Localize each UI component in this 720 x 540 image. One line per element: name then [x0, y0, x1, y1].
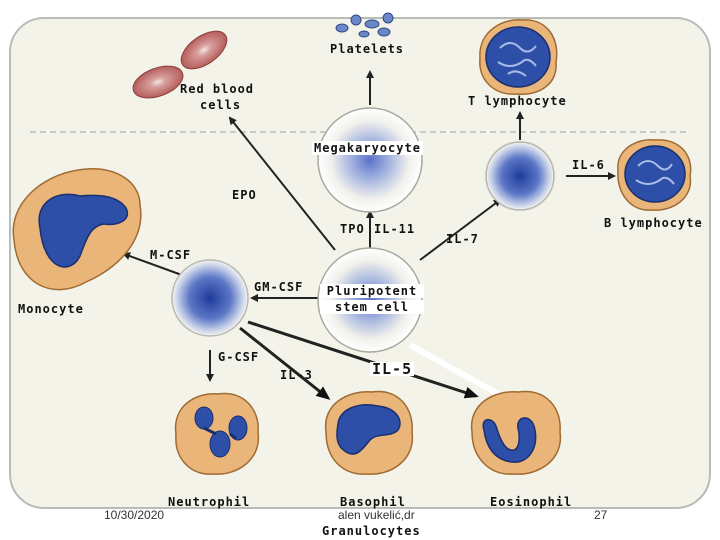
- footer-page-number: 27: [594, 508, 608, 522]
- monocyte-cell: [12, 168, 142, 291]
- basophil-cell: [324, 390, 414, 475]
- label-il7: IL-7: [446, 232, 479, 246]
- t-lymphocyte-cell: [479, 19, 558, 95]
- arrow-to-red-blood-cells: [228, 116, 336, 251]
- platelets-cluster: [335, 12, 394, 38]
- label-granulocytes: Granulocytes: [322, 524, 421, 538]
- megakaryocyte-cell: [317, 107, 423, 213]
- red-blood-cells: [132, 30, 228, 99]
- label-pluripotent-line2: stem cell: [320, 300, 424, 314]
- arrows: [122, 70, 616, 400]
- label-il11: IL-11: [374, 222, 416, 236]
- label-platelets: Platelets: [330, 42, 405, 56]
- arrow-to-monocyte: [122, 252, 191, 279]
- footer-date: 10/30/2020: [104, 508, 165, 522]
- label-il6: IL-6: [572, 158, 605, 172]
- label-megakaryocyte: Megakaryocyte: [312, 141, 423, 155]
- arrow-to-basophil: [239, 326, 331, 400]
- b-lymphocyte-cell: [617, 139, 692, 211]
- arrow-to-lymphoid-progenitor: [419, 198, 502, 261]
- connector-line: [408, 342, 502, 398]
- lymphoid-progenitor-cell: [485, 141, 555, 211]
- label-monocyte: Monocyte: [18, 302, 84, 316]
- label-epo: EPO: [232, 188, 257, 202]
- label-gmcsf: GM-CSF: [254, 280, 304, 294]
- myeloid-progenitor-cell: [171, 259, 249, 337]
- label-red-blood-cells-line1: Red blood: [180, 82, 255, 96]
- neutrophil-cell: [174, 392, 260, 475]
- label-pluripotent-line1: Pluripotent: [320, 284, 424, 298]
- eosinophil-cell: [470, 390, 562, 475]
- label-neutrophil: Neutrophil: [168, 495, 251, 509]
- label-eosinophil: Eosinophil: [490, 495, 573, 509]
- label-b-lymphocyte: B lymphocyte: [604, 216, 703, 230]
- label-mcsf: M-CSF: [150, 248, 192, 262]
- label-basophil: Basophil: [340, 495, 406, 509]
- label-tpo: TPO: [340, 222, 365, 236]
- label-red-blood-cells-line2: cells: [200, 98, 242, 112]
- label-gcsf: G-CSF: [218, 350, 260, 364]
- footer-author: alen vukelić,dr: [338, 508, 415, 522]
- label-t-lymphocyte: T lymphocyte: [468, 94, 567, 108]
- label-il5: IL-5: [370, 360, 415, 378]
- arrow-to-eosinophil: [247, 320, 479, 399]
- label-il3: IL-3: [280, 368, 313, 382]
